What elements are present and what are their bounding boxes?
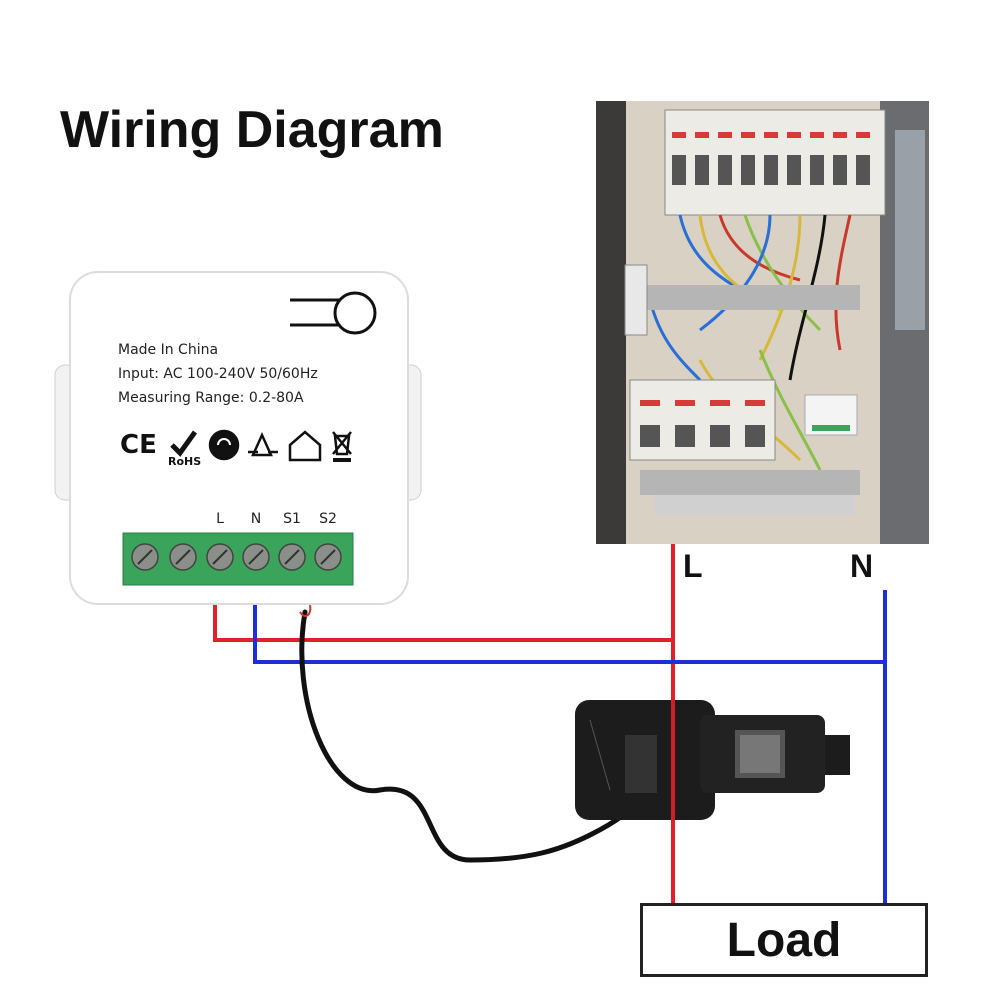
panel-photo bbox=[596, 101, 929, 544]
terminal-label-s1: S1 bbox=[283, 511, 301, 527]
rohs-check-icon bbox=[170, 430, 198, 457]
module-origin-text: Made In China bbox=[118, 342, 219, 358]
terminal-label-l: L bbox=[216, 511, 224, 527]
house-icon bbox=[288, 430, 322, 462]
module-input-text: Input: AC 100-240V 50/60Hz bbox=[118, 366, 318, 382]
live-line-label: L bbox=[683, 548, 703, 584]
weee-bin-icon bbox=[332, 431, 352, 456]
ce-mark: CE bbox=[120, 430, 157, 460]
current-clamp bbox=[575, 700, 850, 820]
recycle-icon bbox=[248, 431, 278, 457]
terminal-screws bbox=[131, 543, 342, 571]
smart-switch-module bbox=[54, 271, 422, 605]
terminal-label-n: N bbox=[250, 511, 262, 527]
neutral-line-label: N bbox=[850, 548, 874, 584]
rohs-mark: RoHS bbox=[168, 455, 202, 468]
module-range-text: Measuring Range: 0.2-80A bbox=[118, 390, 304, 406]
certification-icons bbox=[170, 429, 352, 462]
load-box: Load bbox=[640, 903, 928, 977]
neutral-wires bbox=[253, 590, 887, 903]
load-label: Load bbox=[726, 913, 842, 967]
green-dot-icon bbox=[208, 429, 240, 461]
terminal-label-s2: S2 bbox=[319, 511, 337, 527]
sensor-cable bbox=[299, 609, 643, 863]
diagram-title: Wiring Diagram bbox=[60, 101, 444, 159]
